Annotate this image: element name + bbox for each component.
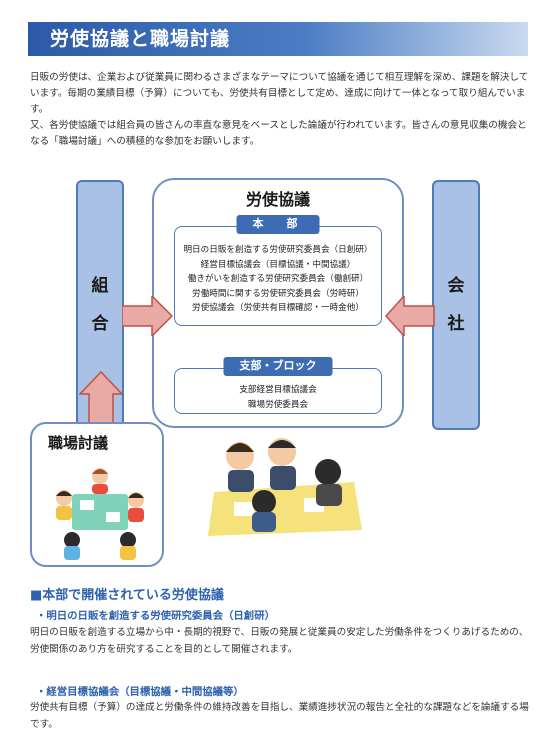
workplace-discussion-title: 職場討議 xyxy=(48,434,109,452)
workplace-meeting-illustration xyxy=(56,468,144,560)
intro-text: 日販の労使は、企業および従業員に関わるさまざまなテーマについて協議を通じて相互理… xyxy=(30,70,530,150)
company-char-1: 会 xyxy=(447,276,465,296)
branch-label: 支部・ブロック xyxy=(223,357,333,376)
union-char-1: 組 xyxy=(91,276,109,296)
structure-diagram: 組 合 会 社 労使協議 本 部 明日の日販を創造する労使研究委員会（日創研） … xyxy=(0,170,560,575)
labor-management-meeting-illustration xyxy=(208,438,362,536)
section-heading: ■本部で開催されている労使協議 xyxy=(30,588,224,603)
union-char-2: 合 xyxy=(91,314,109,334)
headquarters-item: 経営目標協議会（目標協議・中間協議） xyxy=(200,259,356,270)
branch-item: 支部経営目標協議会 xyxy=(239,385,317,395)
branch-item: 職場労使委員会 xyxy=(247,399,309,410)
page-title: 労使協議と職場討議 xyxy=(28,22,528,56)
item-body: 労使共有目標（予算）の達成と労働条件の維持改善を目指し、業績進捗状況の報告と全社… xyxy=(30,702,529,730)
headquarters-label: 本 部 xyxy=(236,215,320,234)
item-title: ・明日の日販を創造する労使研究委員会（日創研） xyxy=(36,610,275,622)
item-body: 明日の日販を創造する立場から中・長期的視野で、日販の発展と従業員の安定した労働条… xyxy=(30,627,529,655)
headquarters-item: 労働時間に関する労使研究委員会（労時研） xyxy=(192,288,364,299)
branch-box: 支部・ブロック 支部経営目標協議会 職場労使委員会 xyxy=(174,357,382,414)
headquarters-item: 明日の日販を創造する労使研究委員会（日創研） xyxy=(183,245,373,255)
intro-paragraph-1: 日販の労使は、企業および従業員に関わるさまざまなテーマについて協議を通じて相互理… xyxy=(30,72,529,115)
headquarters-box: 本 部 明日の日販を創造する労使研究委員会（日創研） 経営目標協議会（目標協議・… xyxy=(174,215,382,326)
arrow-right-icon xyxy=(122,296,174,336)
headquarters-item: 働きがいを創造する労使研究委員会（働創研） xyxy=(187,274,369,284)
arrow-up-icon xyxy=(79,370,123,424)
company-char-2: 社 xyxy=(447,314,465,334)
item-title: ・経営目標協議会（目標協議・中間協議等） xyxy=(36,686,244,698)
headquarters-item: 労使協議会（労使共有目標確認・一時金他） xyxy=(192,303,364,313)
company-column: 会 社 xyxy=(432,180,480,430)
intro-paragraph-2: 又、各労使協議では組合員の皆さんの率直な意見をベースとした論議が行われています。… xyxy=(30,120,527,147)
arrow-left-icon xyxy=(384,296,435,336)
workplace-discussion-box: 職場討議 xyxy=(30,422,164,567)
labor-management-title: 労使協議 xyxy=(245,190,310,209)
